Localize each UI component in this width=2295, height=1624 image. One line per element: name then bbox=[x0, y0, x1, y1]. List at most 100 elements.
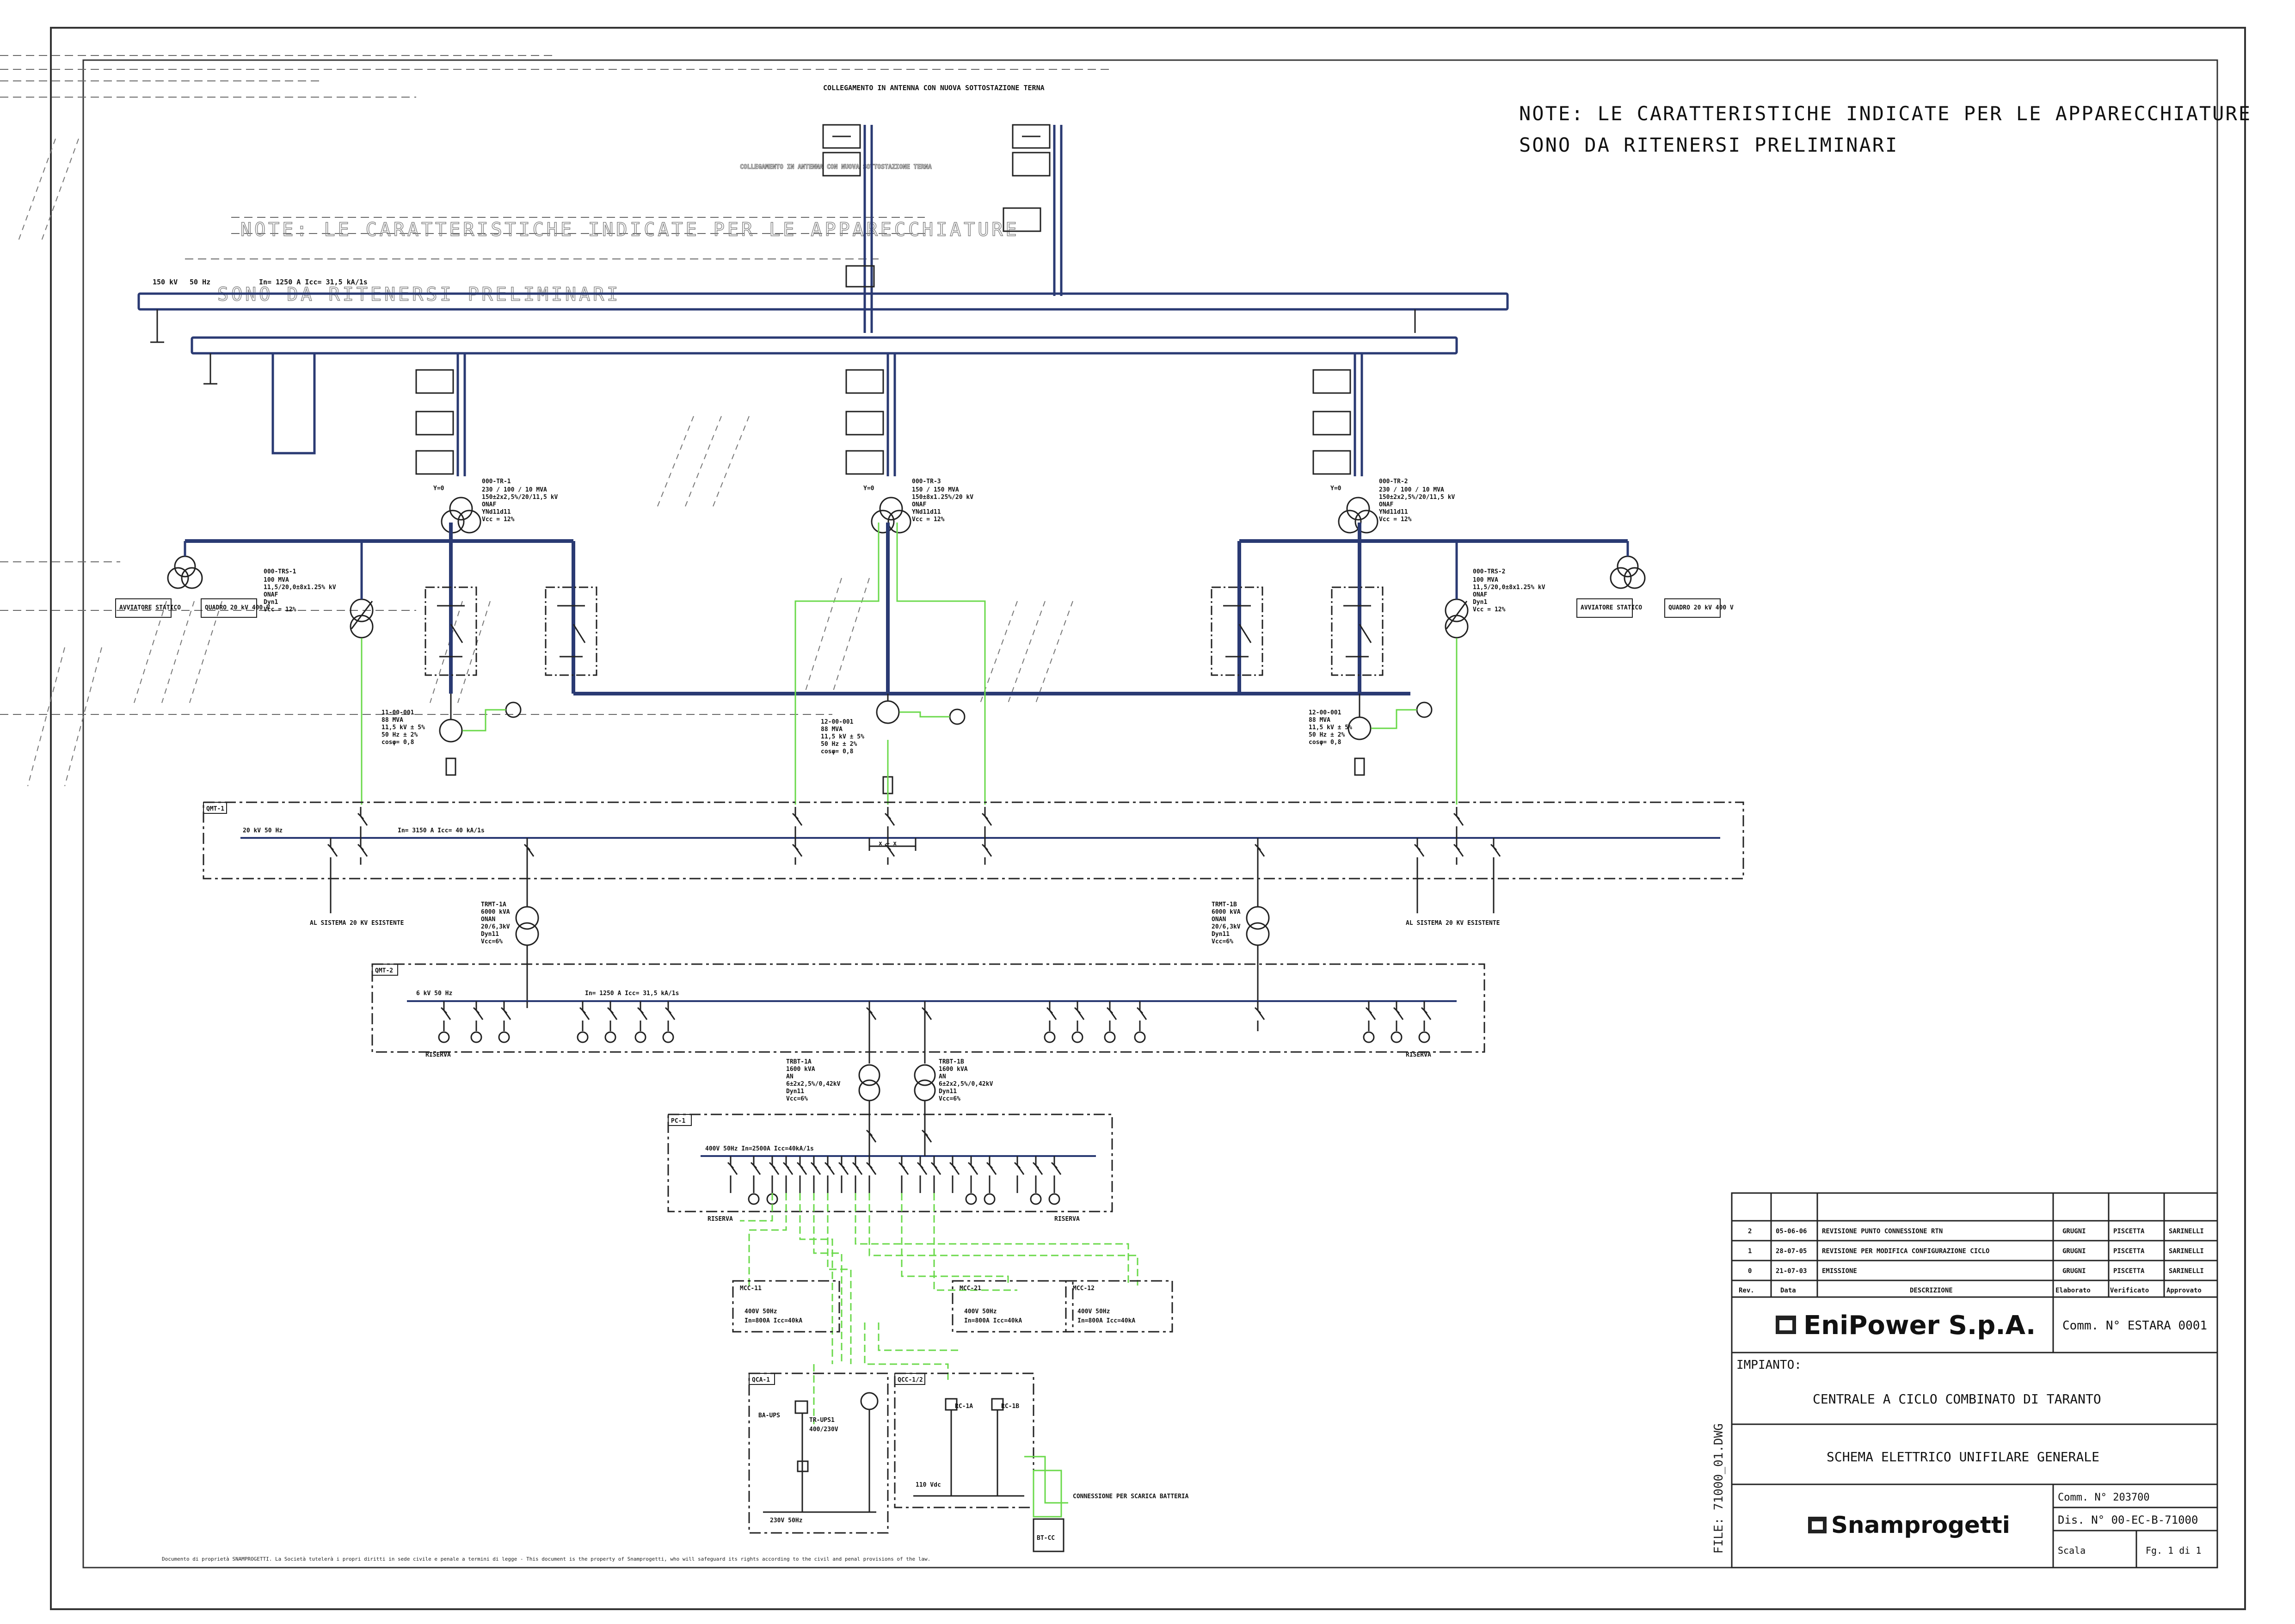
rev-header-app: Approvato bbox=[2166, 1287, 2202, 1294]
motor-icon bbox=[498, 1031, 510, 1043]
main-transformer-spec: 230 / 100 / 10 MVA bbox=[1379, 486, 1444, 493]
trbt-spec: AN bbox=[786, 1073, 794, 1080]
mcc-tag: MCC-12 bbox=[1073, 1285, 1095, 1292]
trmt-spec: 6000 kVA bbox=[481, 909, 510, 916]
trmt-spec: 20/6,3kV bbox=[1212, 923, 1241, 930]
lv-board-tag-box bbox=[668, 1114, 692, 1126]
motor-icon bbox=[1134, 1031, 1146, 1043]
generator-busbars bbox=[185, 523, 1628, 695]
main-transformer-winding bbox=[871, 510, 895, 534]
rev-description: EMISSIONE bbox=[1822, 1267, 1857, 1275]
qcc-tag-box bbox=[894, 1373, 925, 1385]
trmt-spec: Dyn11 bbox=[481, 931, 499, 938]
main-transformer-spec: ONAF bbox=[1379, 501, 1393, 508]
main-transformer-winding bbox=[887, 510, 911, 534]
file-label: FILE: 71000_01.DWG bbox=[1712, 1423, 1726, 1554]
mcc-tag: MCC-11 bbox=[740, 1285, 762, 1292]
battery-links bbox=[1024, 1456, 1068, 1552]
aux-feeder-lines bbox=[184, 541, 1629, 599]
mv-board-20kv-tag: QMT-1 bbox=[206, 806, 224, 812]
trmt-tag: TRMT-1B bbox=[1212, 901, 1237, 908]
aux-transformer-spec: Dyn1 bbox=[264, 599, 278, 606]
impianto-label: IMPIANTO: bbox=[1736, 1358, 1802, 1372]
rev-description: REVISIONE PER MODIFICA CONFIGURAZIONE CI… bbox=[1822, 1248, 1989, 1255]
main-transformer-spec: 150±8x1.25%/20 kV bbox=[912, 494, 973, 501]
generator-symbols bbox=[439, 694, 1433, 794]
mcc-boards bbox=[732, 1280, 1173, 1333]
aux-transformer-spec: Vcc = 12% bbox=[1473, 606, 1506, 613]
main-transformer-vector: Y=0 bbox=[433, 485, 444, 492]
qcc-bus: 110 Vdc bbox=[916, 1482, 941, 1489]
generator-breaker-cubicles bbox=[425, 586, 1384, 676]
generator-spec: 11,5 kV ± 5% bbox=[821, 733, 864, 740]
aux-transformer-tag: 000-TRS-2 bbox=[1473, 568, 1505, 575]
rev-elaborated: GRUGNI bbox=[2062, 1228, 2086, 1235]
svg-text:x — x: x — x bbox=[879, 840, 897, 847]
trmt-symbols bbox=[515, 838, 1270, 1008]
main-transformer-spec: 150 / 150 MVA bbox=[912, 486, 959, 493]
generator-spec: 50 Hz ± 2% bbox=[1309, 732, 1345, 738]
motor-icon bbox=[662, 1031, 674, 1043]
rev-verified: PISCETTA bbox=[2113, 1267, 2145, 1275]
main-transformer-winding bbox=[449, 497, 473, 521]
motor-icon bbox=[1391, 1031, 1403, 1043]
trmt-spec: 6000 kVA bbox=[1212, 909, 1241, 916]
rev-number: 2 bbox=[1748, 1228, 1752, 1235]
mv-board-20kv bbox=[203, 801, 1744, 880]
motor-icon bbox=[984, 1193, 996, 1205]
generator-tag: 12-00-001 bbox=[1309, 709, 1341, 716]
trbt-spec: 6±2x2,5%/0,42kV bbox=[939, 1081, 993, 1088]
footer-legal: Documento di proprietà SNAMPROGETTI. La … bbox=[162, 1556, 930, 1562]
aux-transformer-spec: 11,5/20,0±8x1.25% kV bbox=[264, 584, 336, 591]
mcc-rating: In=800A Icc=40kA bbox=[1077, 1317, 1135, 1324]
trbt-spec: 1600 kVA bbox=[786, 1066, 815, 1073]
mv6-reserve-left: RISERVA bbox=[425, 1052, 451, 1058]
main-transformer-winding bbox=[1354, 510, 1378, 534]
motor-icon bbox=[470, 1031, 482, 1043]
rev-header-rev: Rev. bbox=[1739, 1287, 1754, 1294]
qca-bus: 230V 50Hz bbox=[770, 1517, 802, 1524]
main-transformer-spec: ONAF bbox=[482, 501, 496, 508]
generator-spec: 88 MVA bbox=[1309, 717, 1330, 724]
scan-ghost-lines bbox=[0, 55, 1110, 715]
qca-tag: QCA-1 bbox=[752, 1377, 770, 1384]
mv20-right-feed: AL SISTEMA 20 KV ESISTENTE bbox=[1406, 920, 1500, 927]
lv-label: 400V 50Hz In=2500A Icc=40kA/1s bbox=[705, 1145, 814, 1152]
incoming-disconnectors bbox=[822, 124, 1051, 288]
main-transformer-tag: 000-TR-1 bbox=[482, 478, 511, 485]
rev-header-desc: DESCRIZIONE bbox=[1910, 1287, 1953, 1294]
rev-number: 0 bbox=[1748, 1267, 1752, 1275]
mcc-rating: In=800A Icc=40kA bbox=[964, 1317, 1022, 1324]
trmt-spec: Dyn11 bbox=[1212, 931, 1230, 938]
main-transformer-spec: 230 / 100 / 10 MVA bbox=[482, 486, 547, 493]
impianto-name: CENTRALE A CICLO COMBINATO DI TARANTO bbox=[1813, 1391, 2101, 1407]
aux-box-2: QUADRO 20 kV 400 V bbox=[205, 604, 270, 611]
generator-spec: cosφ= 0,8 bbox=[381, 739, 414, 746]
trmt-spec: Vcc=6% bbox=[1212, 938, 1233, 945]
rev-description: REVISIONE PUNTO CONNESSIONE RTN bbox=[1822, 1228, 1943, 1235]
rev-elaborated: GRUGNI bbox=[2062, 1248, 2086, 1255]
contractor-comm: Comm. N° 203700 bbox=[2058, 1492, 2150, 1503]
generator-spec: 88 MVA bbox=[821, 726, 843, 733]
motor-icon bbox=[1044, 1031, 1056, 1043]
inner-frame bbox=[82, 59, 2218, 1569]
qca-tr: TR-UPS1 bbox=[809, 1417, 835, 1424]
rev-header-ver: Verificato bbox=[2110, 1287, 2149, 1294]
motor-icon bbox=[1048, 1193, 1060, 1205]
sheet-number: Fg. 1 di 1 bbox=[2146, 1545, 2201, 1556]
main-transformer-spec: YNd11d11 bbox=[482, 509, 511, 516]
motor-icon bbox=[965, 1193, 977, 1205]
mcc-rating: In=800A Icc=40kA bbox=[744, 1317, 802, 1324]
mv-board-6kv-tag-box bbox=[372, 964, 398, 976]
qca-tr-spec: 400/230V bbox=[809, 1426, 838, 1433]
hv-bus-voltage: 150 kV bbox=[153, 278, 178, 286]
main-transformer-spec: 150±2x2,5%/20/11,5 kV bbox=[1379, 494, 1455, 501]
cubicle-internals bbox=[437, 605, 1372, 658]
mv6-feeders bbox=[438, 1001, 1432, 1043]
generator-tag: 12-00-001 bbox=[821, 719, 854, 726]
aux-box-4: QUADRO 20 kV 400 V bbox=[1668, 604, 1734, 611]
